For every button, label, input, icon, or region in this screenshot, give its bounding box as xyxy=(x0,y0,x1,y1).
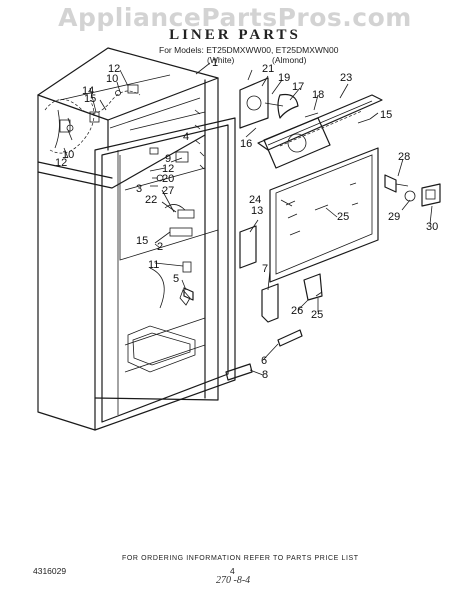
callout-25b: 25 xyxy=(311,309,323,321)
sensor-parts xyxy=(384,174,441,207)
handwritten-date: 270 -8-4 xyxy=(216,575,251,586)
callout-16: 16 xyxy=(240,138,252,150)
callout-5: 5 xyxy=(173,273,179,285)
evaporator-cover xyxy=(269,147,379,283)
callout-13: 13 xyxy=(251,205,263,217)
callout-26: 26 xyxy=(291,305,303,317)
callout-15a: 15 xyxy=(84,93,96,105)
callout-21: 21 xyxy=(262,63,274,75)
callout-17: 17 xyxy=(292,81,304,93)
callout-18: 18 xyxy=(312,89,324,101)
callout-2: 2 xyxy=(157,241,163,253)
callout-4: 4 xyxy=(183,131,189,143)
callout-28: 28 xyxy=(398,151,410,163)
color-white: (White) xyxy=(207,55,235,65)
ordering-footer: FOR ORDERING INFORMATION REFER TO PARTS … xyxy=(122,555,359,562)
callout-29: 29 xyxy=(388,211,400,223)
callout-24: 24 xyxy=(249,194,261,206)
callout-27: 27 xyxy=(162,185,174,197)
page-title: LINER PARTS xyxy=(169,27,301,43)
callout-10b: 10 xyxy=(62,149,74,161)
part-number: 4316029 xyxy=(33,566,67,576)
callout-15b: 15 xyxy=(136,235,148,247)
callout-8: 8 xyxy=(262,369,268,381)
callout-9: 9 xyxy=(165,153,171,165)
callout-6: 6 xyxy=(261,355,267,367)
leader-lines xyxy=(63,62,433,376)
models-line: For Models: ET25DMXWW00, ET25DMXWN00 xyxy=(159,45,339,55)
color-almond: (Almond) xyxy=(272,55,307,65)
callout-3: 3 xyxy=(136,183,142,195)
liner-cabinet xyxy=(37,47,236,431)
callout-12c: 12 xyxy=(55,157,67,169)
callout-19: 19 xyxy=(278,72,290,84)
callout-12b: 12 xyxy=(162,163,174,175)
callout-12a: 12 xyxy=(108,63,120,75)
watermark: AppliancePartsPros.com xyxy=(58,3,412,32)
callout-14: 14 xyxy=(82,85,94,97)
page-number: 4 xyxy=(230,566,235,576)
callout-30: 30 xyxy=(426,221,438,233)
lower-small-parts xyxy=(183,225,323,381)
callout-25a: 25 xyxy=(337,211,349,223)
callout-1: 1 xyxy=(212,57,218,69)
callout-22: 22 xyxy=(145,194,157,206)
callout-11: 11 xyxy=(148,259,159,271)
callout-15c: 15 xyxy=(380,109,392,121)
callout-10a: 10 xyxy=(106,73,118,85)
callout-7: 7 xyxy=(262,263,268,275)
callout-labels: 1 2 3 4 5 6 7 8 9 10 10 11 12 12 12 13 1… xyxy=(55,57,438,381)
callout-20: 20 xyxy=(162,173,174,185)
fan-assembly xyxy=(239,69,383,169)
callout-23: 23 xyxy=(340,72,352,84)
